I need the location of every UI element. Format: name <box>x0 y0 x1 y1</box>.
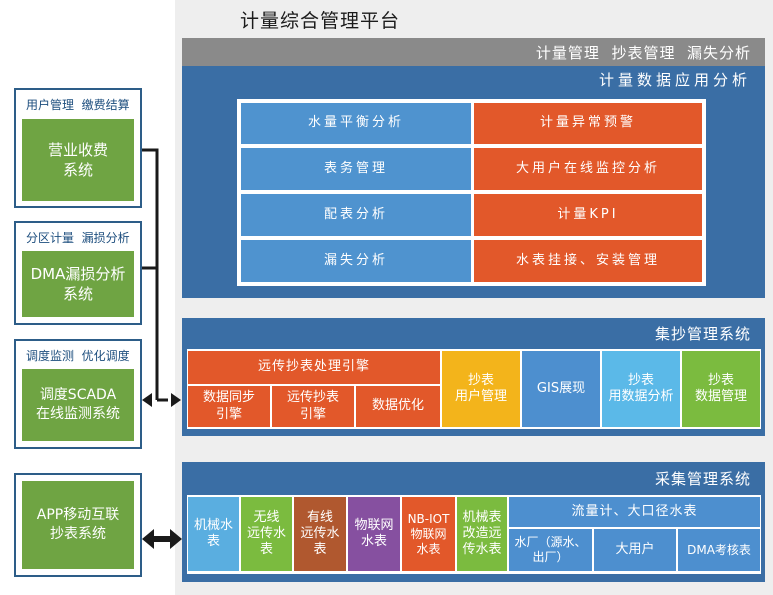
connector-billing <box>142 148 159 400</box>
meter-mechanical[interactable]: 机械水 表 <box>188 497 239 571</box>
metering-item-meter-config[interactable]: 配表分析 <box>241 194 471 236</box>
arrow-scada-left <box>142 393 152 407</box>
arrow-scada-right <box>171 393 181 407</box>
meter-iot[interactable]: 物联网 水表 <box>348 497 400 571</box>
left-system-app: APP移动互联 抄表系统 <box>14 473 142 577</box>
remote-reading-engine[interactable]: 远传抄表处理引擎 <box>188 351 440 384</box>
metering-item-meter-affairs[interactable]: 表务管理 <box>241 148 471 190</box>
left-system-billing-header: 用户管理 缴费结算 <box>26 98 130 112</box>
remote-reading-engine-sub[interactable]: 远传抄表 引擎 <box>272 386 354 427</box>
flow-large-user[interactable]: 大用户 <box>594 529 676 571</box>
scada-system[interactable]: 调度SCADA 在线监测系统 <box>22 369 134 441</box>
collection-system-title: 采集管理系统 <box>654 469 751 488</box>
metering-item-large-user-monitor[interactable]: 大用户在线监控分析 <box>474 148 702 190</box>
left-system-scada: 调度监测 优化调度 调度SCADA 在线监测系统 <box>14 339 142 449</box>
metering-app-title: 计量数据应用分析 <box>598 70 751 89</box>
left-system-dma-header: 分区计量 漏损分析 <box>26 231 130 245</box>
dma-leak-system[interactable]: DMA漏损分析 系统 <box>22 251 134 317</box>
metering-item-water-balance[interactable]: 水量平衡分析 <box>241 103 471 144</box>
metering-item-anomaly-alert[interactable]: 计量异常预警 <box>474 103 702 144</box>
meter-retrofit-remote[interactable]: 机械表 改造远 传水表 <box>457 497 507 571</box>
metering-item-meter-install[interactable]: 水表挂接、安装管理 <box>474 240 702 282</box>
flow-dma-meter[interactable]: DMA考核表 <box>678 529 760 571</box>
gis-display[interactable]: GIS展现 <box>522 351 600 427</box>
app-reading-system[interactable]: APP移动互联 抄表系统 <box>22 481 134 569</box>
reading-data-mgmt[interactable]: 抄表 数据管理 <box>682 351 760 427</box>
metering-item-kpi[interactable]: 计量KPI <box>474 194 702 236</box>
reading-user-mgmt[interactable]: 抄表 用户管理 <box>442 351 520 427</box>
data-optimization[interactable]: 数据优化 <box>356 386 440 427</box>
flow-meter-large-meter[interactable]: 流量计、大口径水表 <box>509 497 760 527</box>
flow-waterworks[interactable]: 水厂（源水、 出厂） <box>509 529 592 571</box>
billing-system[interactable]: 营业收费 系统 <box>22 119 134 201</box>
data-sync-engine[interactable]: 数据同步 引擎 <box>188 386 270 427</box>
arrow-app-right <box>170 529 182 549</box>
arrow-app-left <box>142 529 154 549</box>
left-system-scada-header: 调度监测 优化调度 <box>26 349 130 363</box>
reading-data-analysis[interactable]: 抄表 用数据分析 <box>602 351 680 427</box>
top-banner: 计量管理 抄表管理 漏失分析 <box>182 38 765 66</box>
reading-system-title: 集抄管理系统 <box>654 324 751 343</box>
arrow-app-shaft <box>150 536 174 542</box>
platform-title: 计量综合管理平台 <box>240 10 401 32</box>
left-system-dma: 分区计量 漏损分析 DMA漏损分析 系统 <box>14 221 142 325</box>
left-system-billing: 用户管理 缴费结算 营业收费 系统 <box>14 88 142 208</box>
metering-item-leak-analysis[interactable]: 漏失分析 <box>241 240 471 282</box>
meter-wireless-remote[interactable]: 无线 远传水 表 <box>241 497 292 571</box>
meter-nb-iot[interactable]: NB-IOT 物联网 水表 <box>402 497 455 571</box>
meter-wired-remote[interactable]: 有线 远传水 表 <box>294 497 346 571</box>
